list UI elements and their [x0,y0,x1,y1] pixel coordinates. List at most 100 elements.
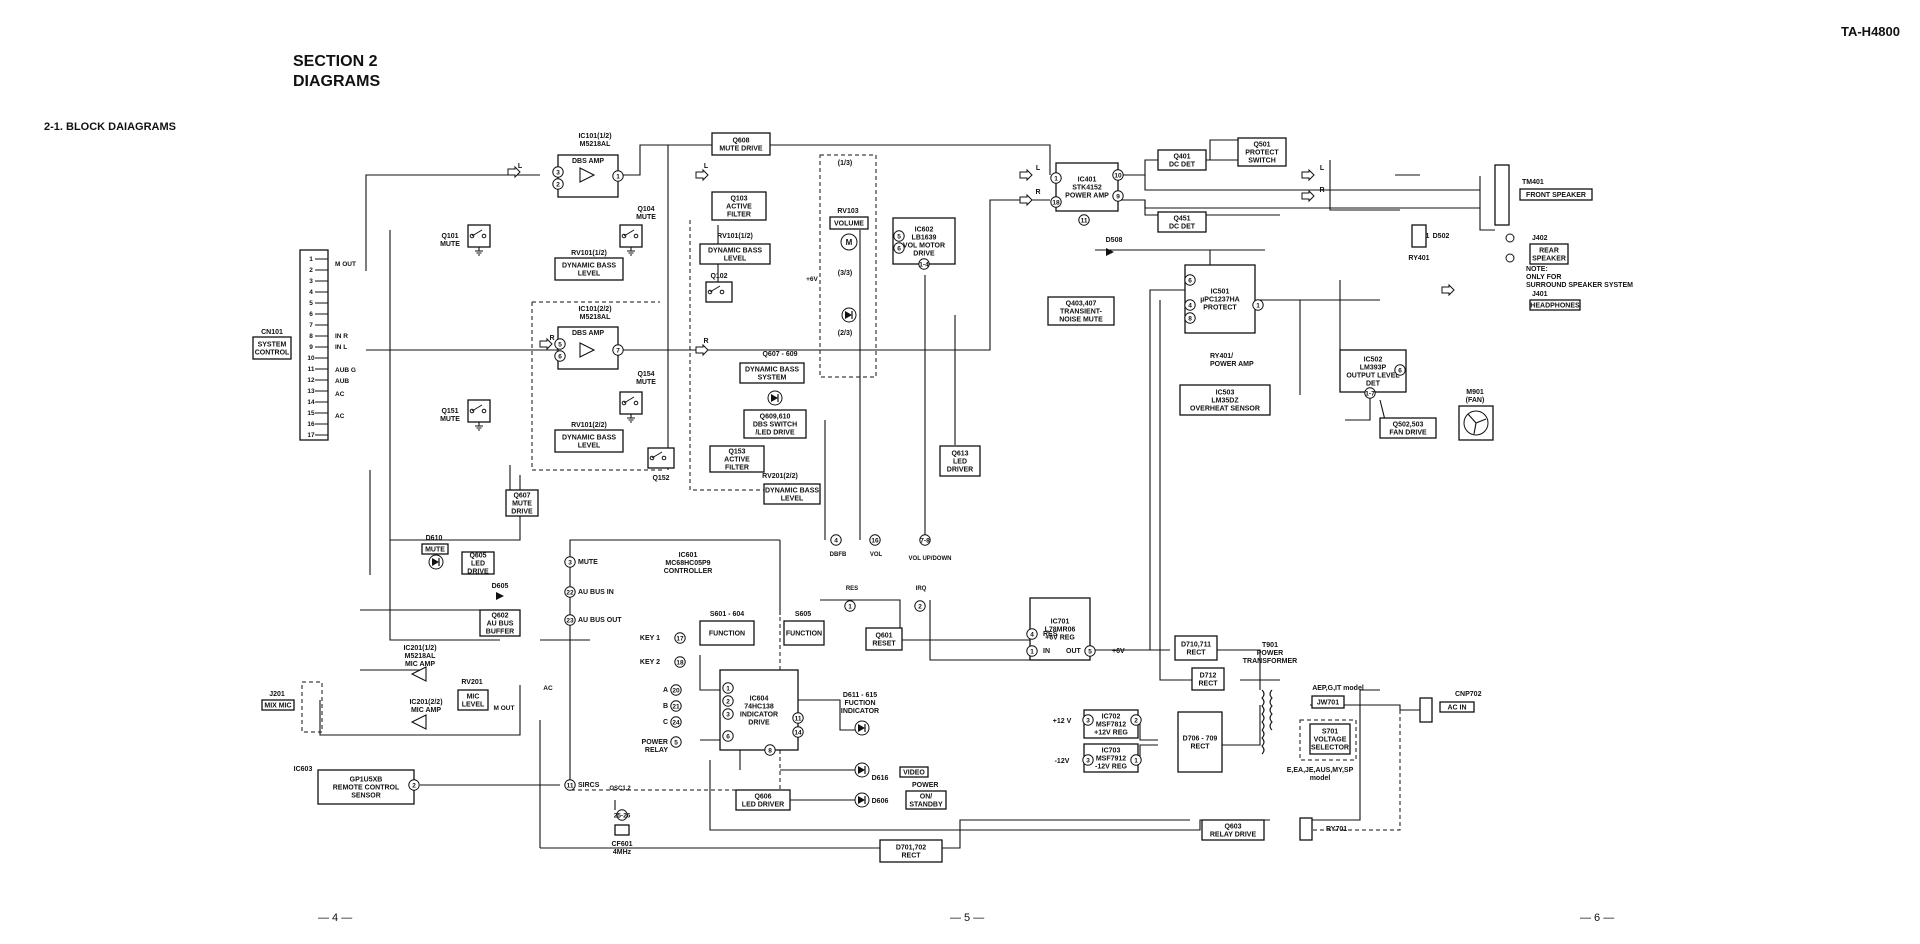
cn101-signal: M OUT [335,261,356,268]
rear-spk-jack-2 [1505,253,1515,263]
ic601-ref: IC601 [679,552,698,559]
signal-arrow-in-l [507,165,521,179]
q502-text: FAN DRIVE [1389,430,1427,437]
d606-box [905,790,947,810]
ic601-pin-17 [674,632,686,644]
q605-text: DRIVE [467,569,489,576]
v12-positive: +12 V [1053,718,1072,725]
section-title: SECTION 2 [293,53,378,70]
ic501-text: IC501 [1211,289,1230,296]
rv201-text: LEVEL [781,496,804,503]
rv101c-text: LEVEL [724,256,747,263]
q502-box [1379,417,1437,439]
wire-ac [1310,704,1420,711]
q501-text: Q501 [1253,142,1270,149]
ic703-pin-1 [1130,754,1142,766]
d710-box [1174,635,1218,661]
d611-label2: INDICATOR [841,708,879,715]
ic501-box [1184,264,1256,334]
signal-arrow-front-l [1301,168,1315,182]
ic604-pin-11 [792,712,804,724]
ch-label-l3: L [518,163,523,170]
cn101-text: CONTROL [255,350,290,357]
q613-text: Q613 [951,451,968,458]
s605-box [783,620,825,646]
rv103-box [829,216,869,230]
q609_610-text: /LED DRIVE [755,430,795,437]
wire-mute-ctrl [389,230,521,541]
ic601-pin-22-num: 22 [566,589,574,596]
mute-led-icon-glyph [432,558,439,566]
q102-switch-blade [709,285,721,293]
jw701-box [1311,695,1345,709]
d616-ref: D616 [872,775,889,782]
ic503-text: OVERHEAT SENSOR [1190,406,1260,413]
t901-label2: TRANSFORMER [1243,658,1297,665]
dbs-group-b [689,220,808,491]
ic601-pin-23-num: 23 [566,617,574,624]
q152-switch-contact [661,455,667,461]
ic701-out: OUT [1066,648,1082,655]
d606-text: ON/ [920,794,933,801]
q154-ground [627,414,635,423]
ic603-text: SENSOR [351,793,381,800]
cn101-connector [299,249,329,441]
v12-negative: -12V [1055,758,1070,765]
ic601-pin-78 [919,534,931,546]
ic601-pin-16-num: 16 [871,537,879,544]
signal-arrow-front-r [1301,189,1315,203]
wire-spk [1479,176,1495,231]
q605-text: LED [471,561,485,568]
ic703-pin-1-num: 1 [1134,757,1138,764]
q613-text: LED [953,459,967,466]
ic601-pin-24-num: 24 [672,719,680,726]
rv201-box [763,483,821,505]
ic703-pin-3-num: 3 [1086,757,1090,764]
q103-text: FILTER [727,212,751,219]
ic604-text: DRIVE [748,720,770,727]
cn101-signal: AUB [335,378,349,385]
ic601-pin-5-num: 5 [674,739,678,746]
ic101a-pin-3 [552,166,564,178]
transformer-coil-a [1261,689,1265,731]
ic702-text: +12V REG [1094,730,1128,737]
j201-ref: J201 [269,691,285,698]
ry701-ref: RY701 [1326,826,1347,833]
q609_610-text: Q609,610 [760,414,791,421]
d606-block: ON/STANDBY [905,790,947,810]
wire-ic401-r-out [1120,199,1480,209]
ic502-text: DET [1366,381,1381,388]
wire-d706 [1210,705,1261,746]
s605-ref: S605 [795,611,811,618]
sw601-ref: S601 - 604 [710,611,744,618]
j402-text: REAR [1539,248,1559,255]
q607-text: DRIVE [511,509,533,516]
q154-switch-blade [623,396,635,404]
signal-arrow-ic401-r [1019,193,1033,207]
page-number-5: — 5 — [950,912,985,924]
ic602-text: DRIVE [913,251,935,258]
q401-text: DC DET [1169,162,1196,169]
volume-led-icon-glyph [845,311,852,319]
s701-text: S701 [1322,729,1338,736]
ic701-pin-5 [1084,645,1096,657]
ch-label-r2: R [1319,187,1324,194]
d712-text: RECT [1198,681,1218,688]
vol-part-1: (1/3) [838,160,852,167]
ic502-text: IC502 [1364,357,1383,364]
cn101-signal: AUB G [335,367,356,374]
ic501-text: µPC1237HA [1200,297,1239,304]
ic604-text: 74HC138 [744,704,774,711]
ic601-pin-21-num: 21 [672,703,680,710]
voltage-selector-frame [1299,719,1357,761]
cf601-ref: CF601 [611,841,632,848]
transformer-coil-c [1261,729,1265,755]
